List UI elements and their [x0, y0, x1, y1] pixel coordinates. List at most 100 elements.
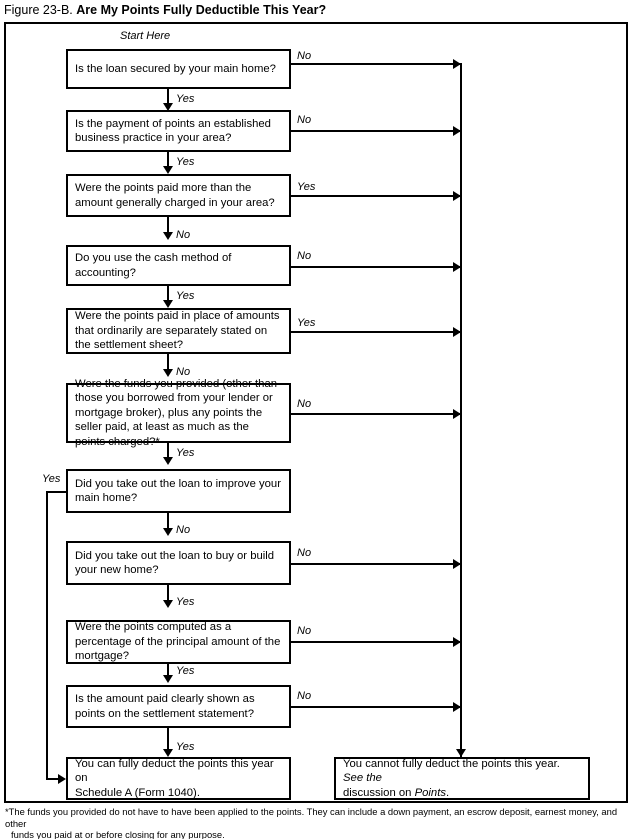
branch-q8-no-label: No	[297, 547, 312, 559]
branch-q6-no-arrowhead	[453, 408, 461, 419]
flow-q6-q7-label: Yes	[176, 447, 195, 459]
outcome-deductible-text: You can fully deduct the points this yea…	[75, 757, 282, 801]
branch-q5-yes-arrowhead	[453, 326, 461, 337]
branch-q10-no-line	[291, 706, 460, 708]
branch-q5-yes-line	[291, 331, 460, 333]
branch-q3-yes-label: Yes	[297, 181, 316, 193]
node-q6[interactable]: Were the funds you provided (other than …	[66, 378, 291, 448]
footnote: *The funds you provided do not have to h…	[5, 806, 630, 839]
flow-q6-q7-arrowhead	[162, 457, 173, 465]
node-q8[interactable]: Did you take out the loan to buy or buil…	[66, 541, 291, 585]
node-q6-text: Were the funds you provided (other than …	[75, 377, 278, 448]
footnote-line2: funds you paid at or before closing for …	[11, 829, 225, 839]
footnote-line1: *The funds you provided do not have to h…	[5, 806, 618, 829]
flow-q6-q7-line	[167, 443, 169, 460]
branch-q3-yes-arrowhead	[453, 190, 461, 201]
figure-label: Figure 23-B.	[4, 3, 73, 17]
outcome-deductible-line1: You can fully deduct the points this yea…	[75, 757, 274, 785]
flow-q7-q8-line	[167, 513, 169, 531]
flow-q1-q2-line	[167, 89, 169, 106]
outcome-not-deductible-italic2: Points	[414, 786, 446, 799]
node-q10[interactable]: Is the amount paid clearly shown as poin…	[66, 685, 291, 728]
right-trunk-arrowhead	[455, 749, 466, 757]
node-q5[interactable]: Were the points paid in place of amounts…	[66, 308, 291, 354]
node-q1[interactable]: Is the loan secured by your main home?	[66, 49, 291, 89]
branch-q7-yes-arrowhead	[58, 773, 66, 784]
outcome-deductible-line2: Schedule A (Form 1040).	[75, 786, 200, 799]
flow-q7-q8-arrowhead	[162, 528, 173, 536]
branch-q10-no-arrowhead	[453, 701, 461, 712]
branch-q2-no-arrowhead	[453, 125, 461, 136]
flow-q3-q4-line	[167, 217, 169, 235]
branch-q4-no-line	[291, 266, 460, 268]
branch-q8-no-line	[291, 563, 460, 565]
node-q8-text: Did you take out the loan to buy or buil…	[75, 549, 275, 577]
branch-q7-yes-line	[46, 491, 68, 493]
flow-q3-q4-arrowhead	[162, 232, 173, 240]
outcome-not-deductible[interactable]: You cannot fully deduct the points this …	[334, 757, 590, 800]
page-title: Figure 23-B. Are My Points Fully Deducti…	[4, 2, 624, 18]
branch-q1-no-label: No	[297, 50, 312, 62]
flow-q10-outcome-line	[167, 728, 169, 750]
branch-q9-no-line	[291, 641, 460, 643]
node-q9[interactable]: Were the points computed as a percentage…	[66, 620, 291, 664]
flow-q4-q5-label: Yes	[176, 290, 195, 302]
flow-q8-q9-arrowhead	[162, 600, 173, 608]
outcome-not-deductible-part3: .	[446, 786, 450, 799]
outcome-deductible[interactable]: You can fully deduct the points this yea…	[66, 757, 291, 800]
flow-q1-q2-arrowhead	[162, 103, 173, 111]
branch-q6-no-line	[291, 413, 460, 415]
flow-q9-q10-label: Yes	[176, 665, 195, 677]
flow-q5-q6-label: No	[176, 366, 191, 378]
flow-q3-q4-label: No	[176, 229, 191, 241]
node-q2[interactable]: Is the payment of points an established …	[66, 110, 291, 152]
flow-q9-q10-arrowhead	[162, 675, 173, 683]
flow-q5-q6-arrowhead	[162, 369, 173, 377]
branch-q10-no-label: No	[297, 690, 312, 702]
branch-q1-no-arrowhead	[453, 58, 461, 69]
branch-q9-no-arrowhead	[453, 636, 461, 647]
flow-q10-outcome-arrowhead	[162, 749, 173, 757]
node-q2-text: Is the payment of points an established …	[75, 117, 271, 145]
node-q7-text: Did you take out the loan to improve you…	[75, 477, 281, 505]
outcome-not-deductible-part1: You cannot fully deduct the points this …	[343, 757, 560, 770]
node-q3-text: Were the points paid more than the amoun…	[75, 182, 275, 209]
flow-q8-q9-label: Yes	[176, 596, 195, 608]
branch-q9-no-label: No	[297, 625, 312, 637]
flow-q4-q5-arrowhead	[162, 300, 173, 308]
node-q4-text: Do you use the cash method of accounting…	[75, 252, 232, 279]
branch-q3-yes-line	[291, 195, 460, 197]
flow-q2-q3-label: Yes	[176, 156, 195, 168]
branch-q7-yes-rail	[46, 491, 48, 779]
figure-title-text: Are My Points Fully Deductible This Year…	[76, 3, 327, 17]
node-q4[interactable]: Do you use the cash method of accounting…	[66, 245, 291, 286]
branch-q4-no-label: No	[297, 250, 312, 262]
outcome-not-deductible-part2: discussion on	[343, 786, 415, 799]
node-q3[interactable]: Were the points paid more than the amoun…	[66, 174, 291, 217]
branch-q6-no-label: No	[297, 398, 312, 410]
node-q10-text: Is the amount paid clearly shown as poin…	[75, 693, 255, 720]
branch-q2-no-label: No	[297, 114, 312, 126]
node-q5-text: Were the points paid in place of amounts…	[75, 310, 280, 352]
flow-q1-q2-label: Yes	[176, 93, 195, 105]
flow-q7-q8-label: No	[176, 524, 191, 536]
flow-q9-q10-line	[167, 664, 169, 678]
flow-q2-q3-arrowhead	[162, 166, 173, 174]
outcome-not-deductible-text: You cannot fully deduct the points this …	[343, 757, 581, 801]
branch-q2-no-line	[291, 130, 460, 132]
start-here-label: Start Here	[120, 30, 171, 42]
flow-q5-q6-line	[167, 354, 169, 372]
flow-q10-outcome-label: Yes	[176, 741, 195, 753]
node-q9-text: Were the points computed as a percentage…	[75, 621, 281, 663]
flow-q8-q9-line	[167, 585, 169, 603]
node-q7[interactable]: Did you take out the loan to improve you…	[66, 469, 291, 513]
flow-q2-q3-line	[167, 152, 169, 169]
branch-q5-yes-label: Yes	[297, 317, 316, 329]
branch-q7-yes-to-outcome-line	[46, 778, 60, 780]
branch-q7-yes-label: Yes	[42, 473, 61, 485]
node-q1-text: Is the loan secured by your main home?	[75, 62, 276, 75]
outcome-not-deductible-italic1: See the	[343, 772, 382, 785]
branch-q4-no-arrowhead	[453, 261, 461, 272]
right-trunk-line	[460, 63, 462, 758]
